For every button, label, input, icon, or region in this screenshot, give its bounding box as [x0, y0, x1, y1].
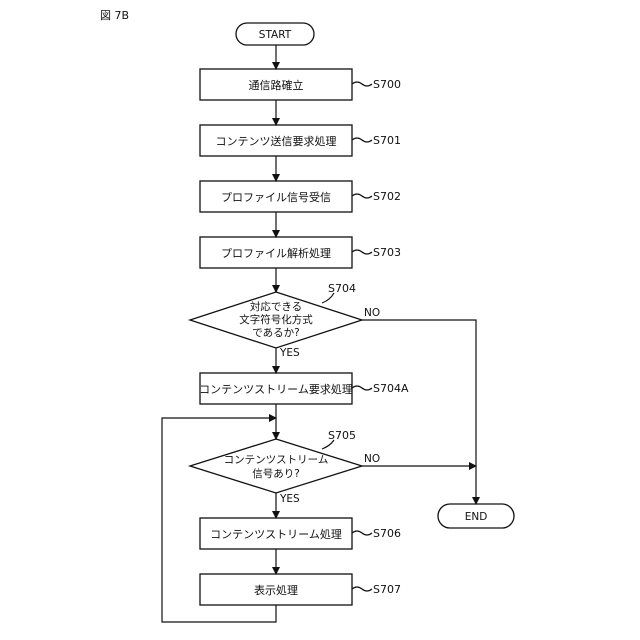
step-code: S706 — [373, 527, 401, 540]
figure-label: 図 7B — [100, 9, 129, 22]
start-terminal: START — [236, 23, 314, 45]
step-label: 通信路確立 — [249, 78, 304, 92]
decision-s704: 対応できる 文字符号化方式 であるか? S704 YES NO — [190, 282, 380, 359]
step-s701: コンテンツ送信要求処理 S701 — [200, 125, 401, 156]
step-label: 表示処理 — [254, 583, 298, 597]
step-label: コンテンツストリーム要求処理 — [199, 383, 353, 396]
step-label: コンテンツ送信要求処理 — [216, 134, 337, 148]
step-s706: コンテンツストリーム処理 S706 — [200, 518, 401, 549]
yes-label: YES — [279, 347, 300, 359]
decision-line: 信号あり? — [252, 468, 300, 480]
end-label: END — [465, 511, 488, 523]
decision-code: S705 — [328, 429, 356, 442]
step-label: プロファイル解析処理 — [221, 246, 331, 260]
step-s704a: コンテンツストリーム要求処理 S704A — [199, 373, 409, 404]
step-code: S702 — [373, 190, 401, 203]
decision-code: S704 — [328, 282, 356, 295]
end-terminal: END — [438, 504, 514, 528]
step-code: S703 — [373, 246, 401, 259]
start-label: START — [259, 29, 292, 41]
step-label: プロファイル信号受信 — [221, 191, 331, 204]
decision-s705: コンテンツストリーム 信号あり? S705 YES NO — [190, 429, 380, 505]
yes-label: YES — [279, 493, 300, 505]
step-s700: 通信路確立 S700 — [200, 69, 401, 100]
step-code: S700 — [373, 78, 401, 91]
step-code: S707 — [373, 583, 401, 596]
decision-line: コンテンツストリーム — [224, 454, 329, 466]
step-s703: プロファイル解析処理 S703 — [200, 237, 401, 268]
no-label: NO — [364, 307, 380, 319]
no-label: NO — [364, 453, 380, 465]
step-code: S701 — [373, 134, 401, 147]
decision-line: 文字符号化方式 — [239, 313, 313, 326]
arrow-s704-no — [362, 320, 476, 504]
step-s702: プロファイル信号受信 S702 — [200, 181, 401, 212]
decision-line: 対応できる — [250, 300, 302, 313]
step-code: S704A — [373, 382, 409, 395]
decision-line: であるか? — [252, 327, 299, 339]
step-label: コンテンツストリーム処理 — [210, 528, 342, 541]
step-s707: 表示処理 S707 — [200, 574, 401, 605]
